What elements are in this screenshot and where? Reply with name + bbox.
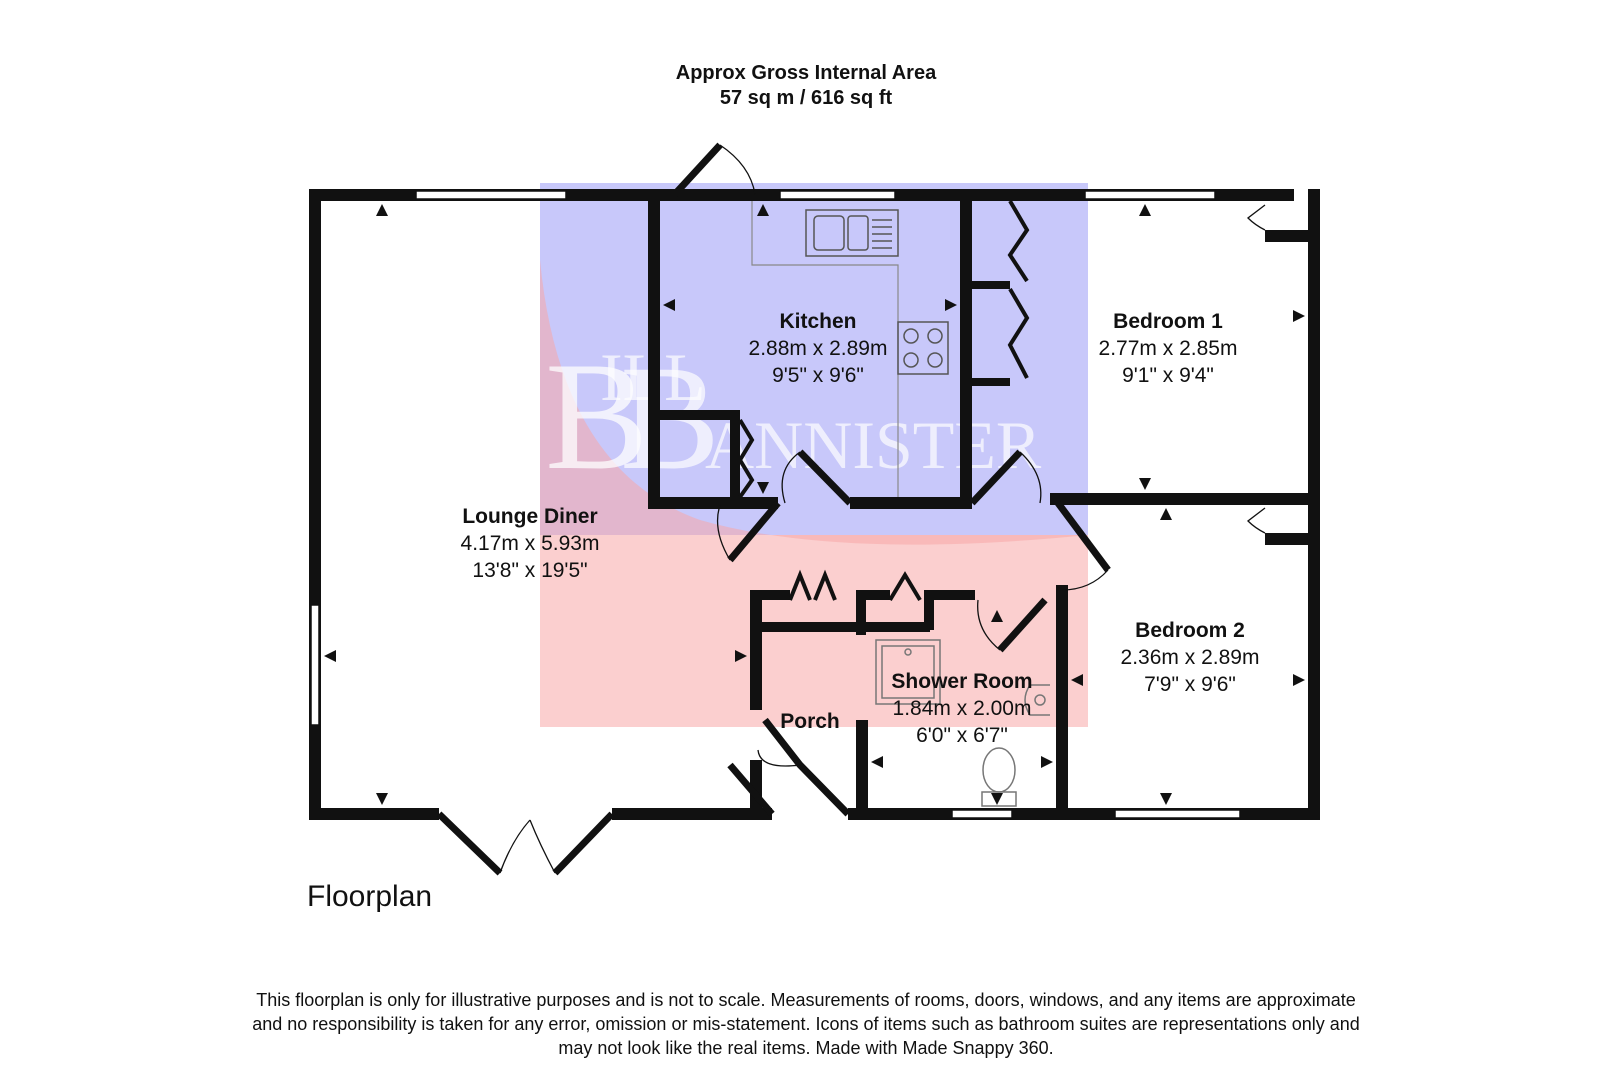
disclaimer: This floorplan is only for illustrative … bbox=[0, 988, 1612, 1060]
room-imperial: 6'0" x 6'7" bbox=[916, 724, 1008, 747]
room-metric: 2.88m x 2.89m bbox=[748, 337, 888, 360]
room-metric: 2.36m x 2.89m bbox=[1120, 646, 1260, 669]
room-metric: 1.84m x 2.00m bbox=[892, 697, 1032, 720]
svg-text:ANNISTER: ANNISTER bbox=[705, 407, 1042, 483]
room-name: Bedroom 1 bbox=[1113, 310, 1223, 333]
toilet-icon bbox=[981, 747, 1017, 807]
cupboard-doors bbox=[737, 199, 1030, 602]
room-label-bedroom2: Bedroom 2 2.36m x 2.89m 7'9" x 9'6" bbox=[1105, 617, 1275, 698]
room-name: Porch bbox=[780, 710, 840, 733]
sink-icon bbox=[805, 209, 899, 257]
area-title: Approx Gross Internal Area bbox=[675, 62, 937, 84]
disclaimer-line: may not look like the real items. Made w… bbox=[558, 1038, 1054, 1058]
room-name: Kitchen bbox=[779, 310, 857, 333]
room-imperial: 13'8" x 19'5" bbox=[472, 559, 588, 582]
room-metric: 2.77m x 2.85m bbox=[1098, 337, 1238, 360]
room-label-lounge: Lounge Diner 4.17m x 5.93m 13'8" x 19'5" bbox=[430, 503, 630, 584]
room-name: Bedroom 2 bbox=[1135, 619, 1245, 642]
room-label-kitchen: Kitchen 2.88m x 2.89m 9'5" x 9'6" bbox=[733, 308, 903, 389]
room-name: Shower Room bbox=[891, 670, 1033, 693]
basin-icon bbox=[1024, 684, 1050, 716]
room-metric: 4.17m x 5.93m bbox=[460, 532, 600, 555]
room-imperial: 9'1" x 9'4" bbox=[1122, 364, 1214, 387]
doors bbox=[436, 142, 1111, 876]
measurement-arrows bbox=[324, 204, 1305, 805]
room-imperial: 7'9" x 9'6" bbox=[1144, 673, 1236, 696]
disclaimer-line: This floorplan is only for illustrative … bbox=[256, 990, 1356, 1010]
room-name: Lounge Diner bbox=[462, 505, 598, 528]
room-label-shower: Shower Room 1.84m x 2.00m 6'0" x 6'7" bbox=[872, 668, 1052, 749]
windows bbox=[310, 190, 1241, 819]
worktop bbox=[751, 201, 899, 497]
area-value: 57 sq m / 616 sq ft bbox=[719, 87, 893, 109]
shower-tray-icon bbox=[875, 639, 941, 705]
disclaimer-line: and no responsibility is taken for any e… bbox=[252, 1014, 1360, 1034]
svg-text:B: B bbox=[545, 330, 648, 502]
door-swings bbox=[499, 144, 1266, 874]
room-label-porch: Porch bbox=[770, 708, 850, 735]
floorplan-title: Floorplan bbox=[307, 880, 433, 913]
room-imperial: 9'5" x 9'6" bbox=[772, 364, 864, 387]
hob-icon bbox=[897, 321, 949, 375]
room-label-bedroom1: Bedroom 1 2.77m x 2.85m 9'1" x 9'4" bbox=[1083, 308, 1253, 389]
